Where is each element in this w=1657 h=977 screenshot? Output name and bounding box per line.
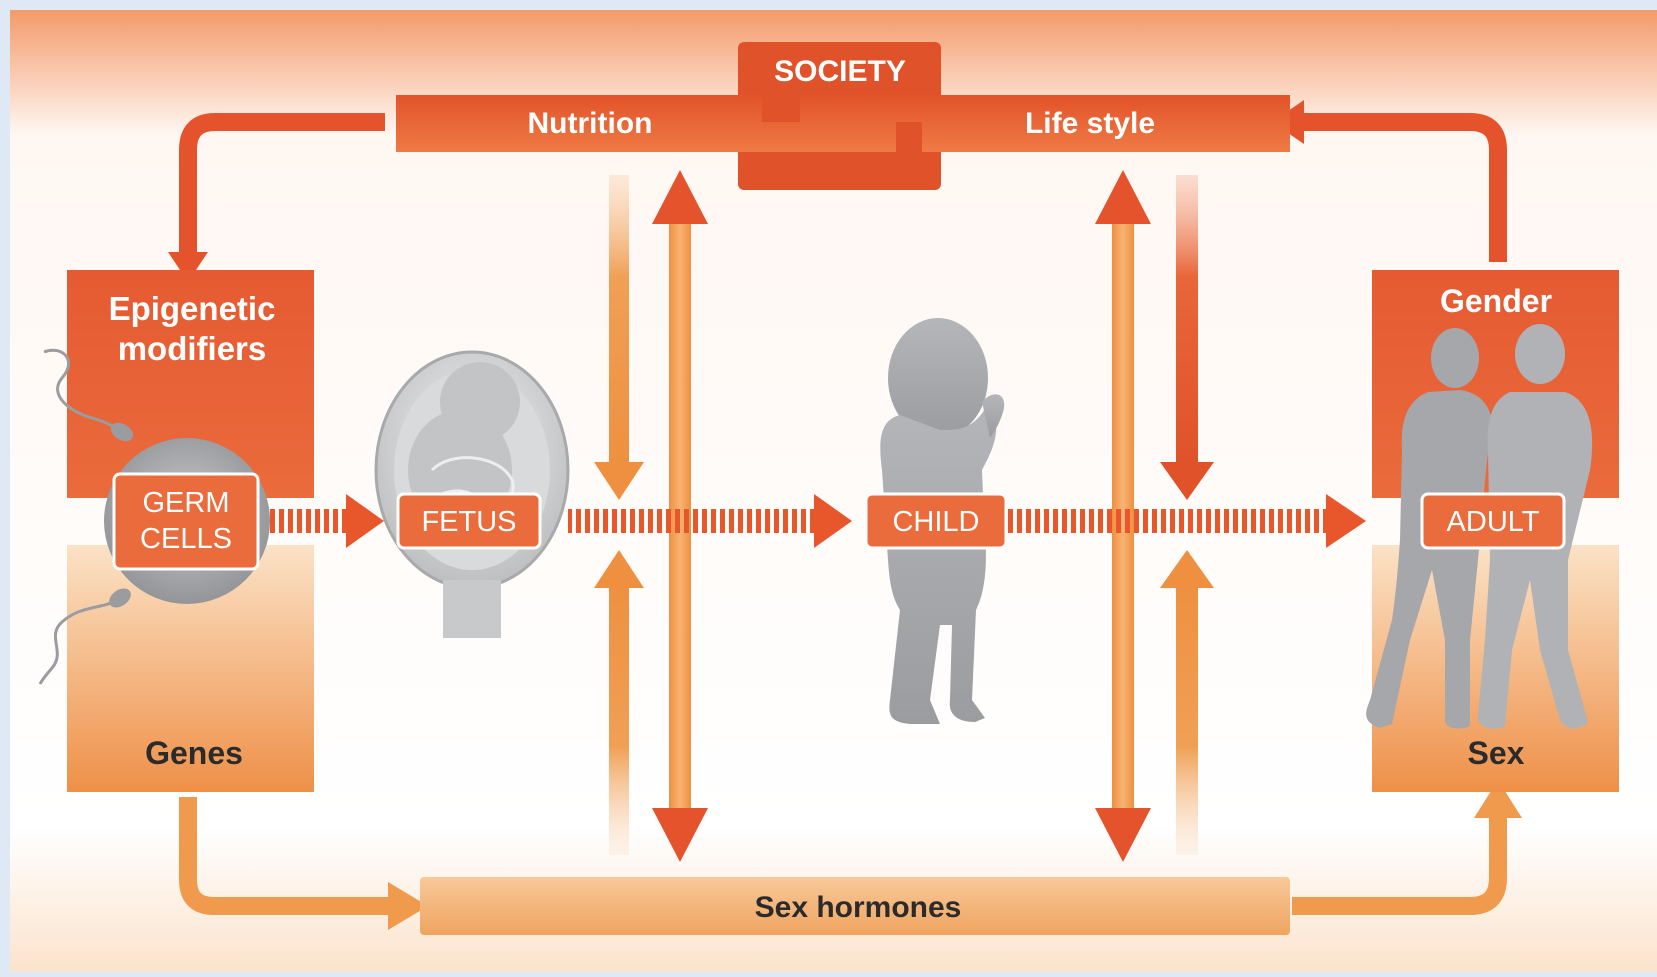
fetus-stage-box: FETUS bbox=[398, 494, 540, 548]
child-stage-box: CHILD bbox=[866, 494, 1006, 548]
society-label: SOCIETY bbox=[774, 55, 906, 88]
nutrition-label: Nutrition bbox=[528, 107, 653, 140]
epigenetic-label-line2: modifiers bbox=[118, 330, 267, 367]
germ-cells-label-line2: CELLS bbox=[140, 523, 232, 555]
lifestyle-down-arrow-shaft bbox=[1176, 175, 1198, 465]
germ-cells-stage-box: GERM CELLS bbox=[114, 474, 258, 569]
hormone-up-arrow-shaft-left bbox=[609, 585, 629, 855]
genes-label: Genes bbox=[145, 735, 243, 771]
hormone-up-arrow-shaft-right bbox=[1176, 585, 1198, 855]
child-label: CHILD bbox=[892, 506, 979, 538]
lifestyle-label: Life style bbox=[1025, 107, 1155, 140]
fetus-label: FETUS bbox=[421, 506, 516, 538]
gender-label: Gender bbox=[1440, 283, 1552, 319]
sex-hormones-label: Sex hormones bbox=[755, 891, 962, 924]
nutrition-down-arrow-shaft bbox=[609, 175, 629, 465]
sex-label: Sex bbox=[1468, 735, 1525, 771]
germ-cells-label-line1: GERM bbox=[143, 487, 230, 519]
epigenetic-label-line1: Epigenetic bbox=[109, 290, 276, 327]
adult-label: ADULT bbox=[1447, 506, 1540, 538]
adult-stage-box: ADULT bbox=[1422, 494, 1564, 548]
